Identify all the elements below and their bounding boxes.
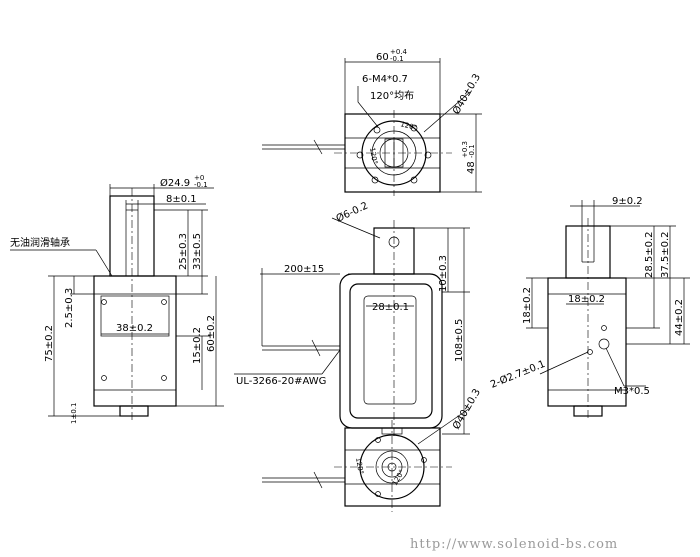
- thread-hole: [410, 176, 418, 184]
- dim-25: 25±0.3: [178, 233, 189, 270]
- dim-2-5: 2.5±0.3: [64, 288, 75, 328]
- dim-60: 60±0.2: [206, 315, 217, 352]
- right-view: 9±0.2 28.5±0.2 37.5±0.2 44±0.2 18±0.2 18…: [489, 196, 690, 420]
- coil-window: [363, 295, 417, 405]
- dim-18-h: 18±0.2: [568, 294, 605, 305]
- thread-hole: [424, 151, 432, 159]
- width-dim-lower: -0.1: [390, 55, 404, 63]
- dim-44: 44±0.2: [674, 299, 685, 336]
- hole-dia: Ø6-0.2: [334, 200, 370, 225]
- mount-hole: [421, 457, 427, 463]
- lead-length: 200±15: [284, 264, 324, 275]
- thread-hole: [598, 338, 610, 350]
- thread-hole: [371, 176, 379, 184]
- small-hole: [601, 325, 607, 331]
- top-circle-dia: Ø40±0.3: [450, 72, 483, 117]
- plunger-dia-base: Ø24.9: [160, 177, 190, 189]
- left-view-body: [93, 275, 177, 407]
- mount-hole: [161, 375, 167, 381]
- slot-width-dim: 8±0.1: [166, 194, 197, 205]
- dim-10: 10±0.3: [438, 255, 449, 292]
- mount-hole: [101, 375, 107, 381]
- hole-spec: 2-Ø2.7±0.1: [489, 358, 547, 391]
- thread-hole: [356, 151, 364, 159]
- wire-spec: UL-3266-20#AWG: [236, 376, 326, 387]
- bearing-label: 无油润滑轴承: [10, 236, 70, 249]
- angle-label: 120°: [368, 147, 379, 165]
- angle-label: 120°: [399, 120, 417, 132]
- mount-hole: [375, 491, 381, 497]
- height-dim-upper: +0.3: [461, 141, 469, 158]
- dim-9: 9±0.2: [612, 196, 643, 207]
- center-view: Ø6-0.2 10±0.3 108±0.5 28±0.1 200±15 UL-3…: [234, 200, 470, 438]
- top-view: 60 +0.4 -0.1 6-M4*0.7 120°均布 Ø40±0.3 48 …: [262, 48, 483, 196]
- dim-75: 75±0.2: [44, 325, 55, 362]
- bottom-coil-circle: [359, 434, 425, 500]
- bottom-circle-dia: Ø40±0.3: [450, 387, 483, 432]
- dim-28-5: 28.5±0.2: [644, 231, 655, 278]
- mount-hole: [161, 299, 167, 305]
- thread-hole: [410, 124, 418, 132]
- dim-108: 108±0.5: [454, 319, 465, 362]
- width-dim-upper: +0.4: [390, 48, 408, 56]
- bottom-view: Ø40±0.3 120° 120°: [262, 387, 483, 512]
- height-dim-lower: -0.1: [468, 144, 476, 158]
- mount-hole: [375, 437, 381, 443]
- angle-label: 120°: [354, 457, 365, 475]
- dim-37-5: 37.5±0.2: [660, 231, 671, 278]
- thread-m3: M3*0.5: [614, 386, 650, 397]
- dim-38: 38±0.2: [116, 323, 153, 334]
- left-view: Ø24.9 +0 -0.1 8±0.1 无油润滑轴承 25±0.3 33±0.5…: [10, 174, 224, 424]
- dim-15: 15±0.2: [192, 327, 203, 364]
- width-dim-base: 60: [376, 52, 389, 63]
- dim-33: 33±0.5: [192, 233, 203, 270]
- height-dim-base: 48: [466, 161, 477, 174]
- frame-outer: [339, 273, 443, 429]
- mount-hole: [101, 299, 107, 305]
- thread-pattern-label: 120°均布: [370, 90, 414, 102]
- dim-18-v: 18±0.2: [522, 287, 533, 324]
- dim-28: 28±0.1: [372, 302, 409, 313]
- plunger-top: [373, 227, 415, 275]
- thread-spec-label: 6-M4*0.7: [362, 74, 408, 85]
- dim-bottom: 1±0.1: [70, 403, 78, 424]
- thread-hole: [373, 126, 381, 134]
- website-url: http://www.solenoid-bs.com: [410, 537, 618, 552]
- plunger-dia-upper: +0: [194, 174, 204, 182]
- frame-inner: [349, 283, 433, 419]
- plunger-dia-lower: -0.1: [194, 181, 208, 189]
- bottom-boss: [119, 405, 149, 417]
